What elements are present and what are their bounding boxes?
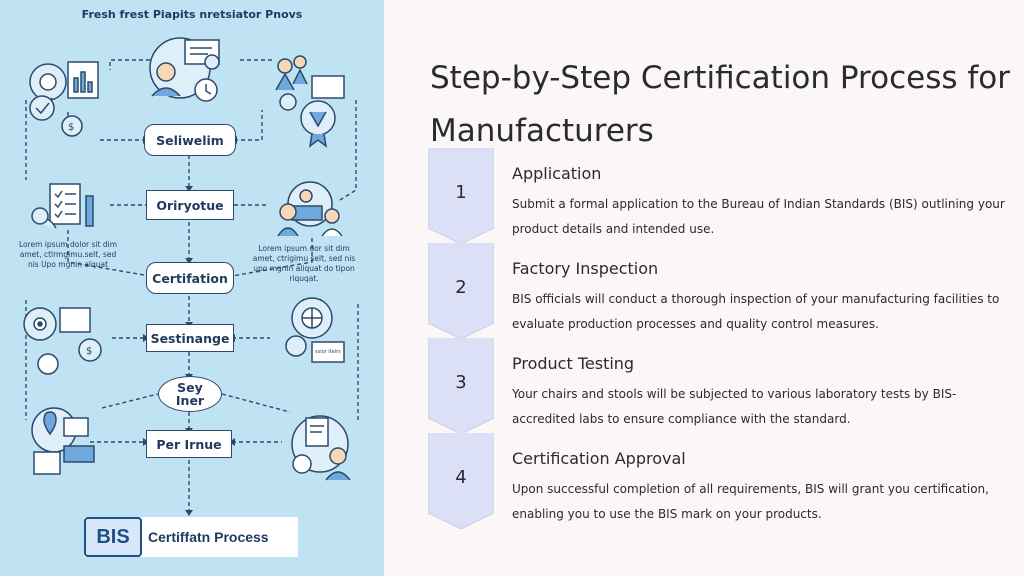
step-1: 1 Application Submit a formal applicatio… xyxy=(428,148,1018,244)
step-2-chevron: 2 xyxy=(428,243,494,339)
step-2: 2 Factory Inspection BIS officials will … xyxy=(428,243,1018,339)
flow-box-1: Seliwelim xyxy=(144,124,236,156)
step-3-title: Product Testing xyxy=(512,354,635,373)
step-2-chevron-outline xyxy=(428,243,494,339)
svg-text:$: $ xyxy=(86,346,92,357)
infographic-graphics: $ xyxy=(23,37,359,516)
step-4-chevron: 4 xyxy=(428,433,494,529)
step-1-chevron: 1 xyxy=(428,148,494,244)
flow-box-4: Sestinange xyxy=(146,324,234,352)
step-1-chevron-outline xyxy=(428,148,494,244)
step-3-chevron: 3 xyxy=(428,338,494,434)
step-2-number: 2 xyxy=(455,276,467,298)
step-1-title: Application xyxy=(512,164,602,183)
step-4-chevron-outline xyxy=(428,433,494,529)
page-title: Step-by-Step Certification Process for M… xyxy=(430,60,1010,149)
step-2-description: BIS officials will conduct a thorough in… xyxy=(512,292,1000,331)
step-3-number: 3 xyxy=(455,371,467,393)
step-4: 4 Certification Approval Upon successful… xyxy=(428,433,1018,529)
step-1-description: Submit a formal application to the Burea… xyxy=(512,197,1005,236)
svg-text:$: $ xyxy=(68,122,74,133)
process-infographic: $ xyxy=(0,0,384,576)
lorem-left: Lorem ipsum dolor sit dim amet, ctlrmgim… xyxy=(18,240,117,269)
step-3: 3 Product Testing Your chairs and stools… xyxy=(428,338,1018,434)
step-4-title: Certification Approval xyxy=(512,449,686,468)
step-3-description: Your chairs and stools will be subjected… xyxy=(512,387,957,426)
bis-badge: BIS Certiffatn Process xyxy=(84,517,298,557)
step-1-number: 1 xyxy=(455,181,467,203)
step-4-number: 4 xyxy=(455,466,467,488)
infographic-header: Fresh frest Piapits nretsiator Pnovs xyxy=(81,8,303,21)
flow-box-2: Oriryotue xyxy=(146,190,234,220)
lorem-right: Lorem ipsum dor sit dim amet, ctrigimu s… xyxy=(252,244,356,283)
bis-badge-text: Certiffatn Process xyxy=(148,529,269,545)
step-2-title: Factory Inspection xyxy=(512,259,659,278)
flow-box-3: Certifation xyxy=(146,262,234,294)
step-4-description: Upon successful completion of all requir… xyxy=(512,482,989,521)
infographic-sign-text: ssior iteirs xyxy=(315,349,341,355)
bis-logo: BIS xyxy=(84,517,142,557)
step-3-chevron-outline xyxy=(428,338,494,434)
flow-box-6: Per Irnue xyxy=(146,430,232,458)
